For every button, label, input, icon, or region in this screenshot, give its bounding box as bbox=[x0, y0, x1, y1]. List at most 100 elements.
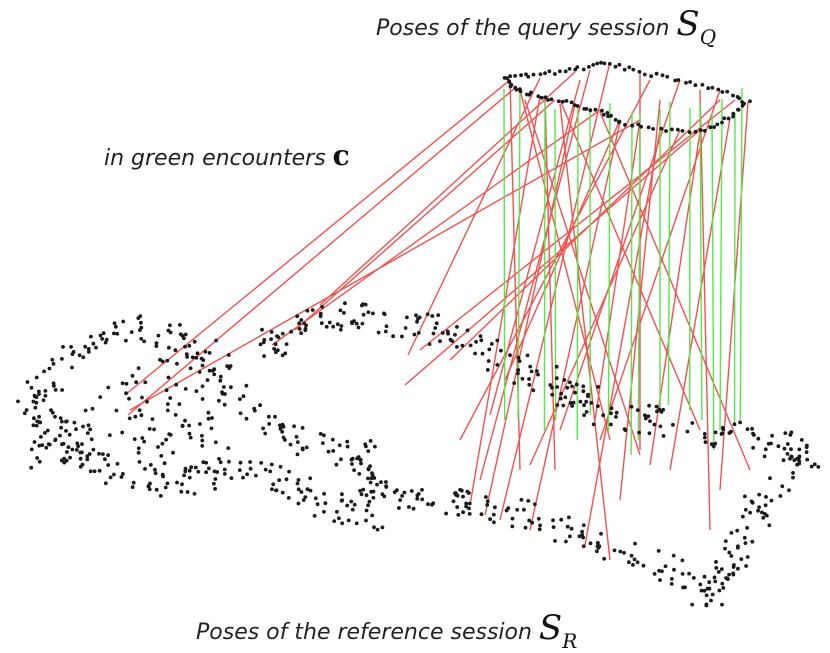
reference-pose-point bbox=[137, 366, 141, 370]
reference-pose-point bbox=[630, 405, 634, 409]
reference-pose-point bbox=[372, 490, 376, 494]
query-pose-point bbox=[525, 93, 529, 97]
reference-pose-point bbox=[690, 421, 694, 425]
reference-pose-point bbox=[570, 385, 574, 389]
reference-pose-point bbox=[271, 482, 275, 486]
reference-pose-point bbox=[292, 424, 296, 428]
reference-pose-point bbox=[538, 524, 542, 528]
reference-pose-point bbox=[528, 365, 532, 369]
reference-pose-point bbox=[166, 482, 170, 486]
reference-pose-point bbox=[746, 427, 750, 431]
reference-pose-point bbox=[285, 342, 289, 346]
reference-pose-point bbox=[75, 448, 79, 452]
reference-pose-point bbox=[480, 512, 484, 516]
reference-pose-point bbox=[681, 586, 685, 590]
reference-pose-point bbox=[414, 313, 418, 317]
reference-pose-point bbox=[355, 522, 359, 526]
query-pose-point bbox=[518, 87, 522, 91]
query-pose-point bbox=[670, 127, 674, 131]
reference-pose-point bbox=[139, 321, 143, 325]
reference-pose-point bbox=[657, 549, 661, 553]
reference-pose-point bbox=[70, 366, 74, 370]
reference-pose-point bbox=[355, 457, 359, 461]
reference-pose-point bbox=[518, 359, 522, 363]
reference-pose-point bbox=[188, 469, 192, 473]
reference-pose-point bbox=[287, 470, 291, 474]
reference-pose-point bbox=[185, 352, 189, 356]
query-pose-point bbox=[701, 83, 705, 87]
query-pose-point bbox=[659, 127, 663, 131]
reference-pose-point bbox=[137, 451, 141, 455]
reference-pose-point bbox=[530, 370, 534, 374]
reference-pose-point bbox=[345, 440, 349, 444]
reference-pose-point bbox=[488, 517, 492, 521]
reference-pose-point bbox=[384, 485, 388, 489]
reference-pose-point bbox=[296, 440, 300, 444]
reference-pose-point bbox=[353, 503, 357, 507]
reference-pose-point bbox=[252, 407, 256, 411]
reference-pose-point bbox=[770, 434, 774, 438]
reference-pose-point bbox=[44, 394, 48, 398]
reference-pose-point bbox=[167, 432, 171, 436]
reference-pose-point bbox=[166, 402, 170, 406]
reference-pose-point bbox=[71, 352, 75, 356]
reference-pose-point bbox=[453, 333, 457, 337]
reference-pose-point bbox=[142, 340, 146, 344]
encounter-line bbox=[555, 109, 556, 420]
reference-pose-point bbox=[37, 444, 41, 448]
reference-pose-point bbox=[703, 432, 707, 436]
reference-pose-point bbox=[599, 532, 603, 536]
reference-pose-point bbox=[223, 472, 227, 476]
reference-pose-point bbox=[596, 404, 600, 408]
reference-pose-point bbox=[495, 339, 499, 343]
reference-pose-point bbox=[531, 388, 535, 392]
reference-pose-point bbox=[729, 554, 733, 558]
reference-pose-point bbox=[568, 535, 572, 539]
reference-pose-point bbox=[433, 326, 437, 330]
reference-pose-point bbox=[369, 481, 373, 485]
reference-pose-point bbox=[550, 393, 554, 397]
reference-pose-point bbox=[592, 423, 596, 427]
reference-pose-point bbox=[297, 502, 301, 506]
query-pose-point bbox=[582, 107, 586, 111]
reference-pose-point bbox=[198, 422, 202, 426]
reference-pose-point bbox=[728, 431, 732, 435]
query-pose-point bbox=[715, 123, 719, 127]
reference-pose-point bbox=[204, 350, 208, 354]
reference-session-symbol: SR bbox=[539, 608, 577, 648]
reference-pose-point bbox=[106, 386, 110, 390]
reference-pose-point bbox=[596, 541, 600, 545]
reference-pose-point bbox=[104, 481, 108, 485]
query-pose-point bbox=[655, 72, 659, 76]
reference-pose-point bbox=[686, 430, 690, 434]
reference-pose-point bbox=[736, 567, 740, 571]
reference-pose-point bbox=[789, 433, 793, 437]
query-pose-point bbox=[676, 78, 680, 82]
query-pose-point bbox=[606, 114, 610, 118]
query-pose-point bbox=[608, 62, 612, 66]
query-pose-point bbox=[570, 101, 574, 105]
reference-pose-point bbox=[360, 492, 364, 496]
reference-pose-point bbox=[602, 557, 606, 561]
reference-pose-point bbox=[670, 577, 674, 581]
reference-pose-point bbox=[69, 345, 73, 349]
reference-pose-point bbox=[201, 384, 205, 388]
reference-pose-point bbox=[526, 354, 530, 358]
reference-pose-point bbox=[705, 593, 709, 597]
reference-pose-point bbox=[385, 324, 389, 328]
query-pose-point bbox=[606, 111, 610, 115]
reference-pose-point bbox=[713, 576, 717, 580]
reference-pose-point bbox=[157, 334, 161, 338]
reference-pose-point bbox=[238, 468, 242, 472]
reference-pose-point bbox=[350, 462, 354, 466]
reference-pose-point bbox=[212, 482, 216, 486]
reference-pose-point bbox=[813, 462, 817, 466]
reference-pose-point bbox=[167, 376, 171, 380]
query-pose-point bbox=[681, 129, 685, 133]
reference-pose-point bbox=[145, 400, 149, 404]
reference-pose-point bbox=[226, 446, 230, 450]
reference-pose-point bbox=[16, 400, 20, 404]
reference-pose-point bbox=[305, 446, 309, 450]
query-pose-point bbox=[699, 128, 703, 132]
reference-pose-point bbox=[770, 499, 774, 503]
